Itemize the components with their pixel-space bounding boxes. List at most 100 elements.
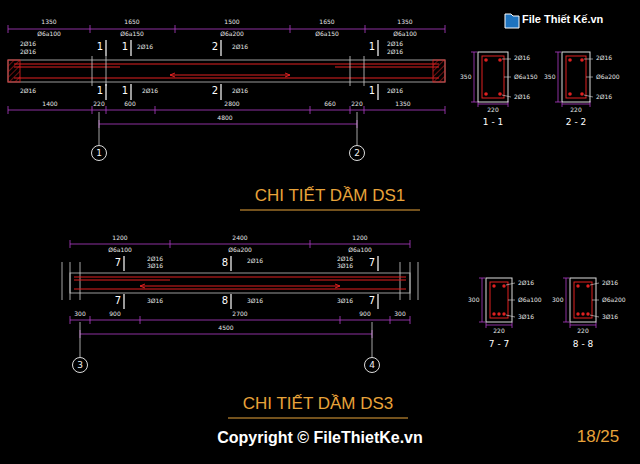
rebar-note: 2Ø16 xyxy=(387,88,403,94)
rebar-note: 2Ø16 xyxy=(596,94,612,100)
rebar-note: Ø6a200 xyxy=(596,74,620,80)
section-mark: 7 xyxy=(115,296,121,306)
rebar-note: Ø6a200 xyxy=(220,31,244,37)
rebar-note: Ø6a100 xyxy=(37,31,61,37)
dimension: 1350 xyxy=(395,101,410,107)
axis-bubble: 3 xyxy=(72,357,88,373)
rebar-note: 2Ø16 xyxy=(337,256,353,262)
drawing-title: CHI TIẾT DẦM DS1 xyxy=(255,187,406,204)
dimension: 1350 xyxy=(41,19,56,25)
rebar-note: 2Ø16 xyxy=(142,88,158,94)
section-mark: 2 xyxy=(212,42,218,52)
title-underline xyxy=(228,210,420,418)
beam-ds3 xyxy=(62,256,418,357)
rebar-note: 2Ø16 xyxy=(518,280,534,286)
rebar-note: 3Ø16 xyxy=(337,298,353,304)
dimension: 300 xyxy=(552,297,563,303)
axis-number: 2 xyxy=(354,149,360,158)
rebar-note: Ø6a150 xyxy=(514,74,538,80)
dimension: 220 xyxy=(93,101,104,107)
dimension: 600 xyxy=(124,101,135,107)
dimension: 1500 xyxy=(224,19,239,25)
dimension: 350 xyxy=(544,74,555,80)
dimension: 1650 xyxy=(124,19,139,25)
dimension: 1350 xyxy=(397,19,412,25)
rebar-note: 2Ø16 xyxy=(20,88,36,94)
dimension: 1400 xyxy=(42,101,57,107)
section-mark: 8 xyxy=(222,258,228,268)
dimension: 300 xyxy=(468,297,479,303)
dimension: 900 xyxy=(359,311,370,317)
dimension: 220 xyxy=(487,107,498,113)
rebar-note: 2Ø16 xyxy=(232,44,248,50)
dimension: 660 xyxy=(324,101,335,107)
rebar-note: 3Ø16 xyxy=(518,314,534,320)
dimension: 220 xyxy=(351,101,362,107)
rebar-note: 2Ø16 xyxy=(602,280,618,286)
section-mark: 7 xyxy=(115,258,121,268)
dimension: 2700 xyxy=(232,311,247,317)
section-mark: 1 xyxy=(122,42,128,52)
dimension: 300 xyxy=(74,311,85,317)
dimension-lines xyxy=(8,25,596,338)
dimension: 1200 xyxy=(352,235,367,241)
dimension: 220 xyxy=(493,328,504,334)
rebar-note: Ø6a200 xyxy=(602,297,626,303)
rebar-note: 2Ø16 xyxy=(20,41,36,47)
logo-icon xyxy=(505,14,519,28)
section-mark: 7 xyxy=(369,258,375,268)
section-mark: 1 xyxy=(122,86,128,96)
dimension: 1650 xyxy=(319,19,334,25)
rebar-note: 2Ø16 xyxy=(232,88,248,94)
beam-ds1 xyxy=(8,40,445,145)
section-mark: 1 xyxy=(97,86,103,96)
rebar-note: 2Ø16 xyxy=(247,258,263,264)
section-title: 8 - 8 xyxy=(573,340,593,349)
dimension: 2800 xyxy=(224,101,239,107)
axis-bubble: 1 xyxy=(91,145,107,161)
section-title: 1 - 1 xyxy=(483,118,503,127)
section-mark: 1 xyxy=(369,42,375,52)
section-title: 7 - 7 xyxy=(489,340,509,349)
section-mark: 8 xyxy=(222,296,228,306)
rebar-note: 2Ø16 xyxy=(514,55,530,61)
dimension: 900 xyxy=(109,311,120,317)
rebar-note: 2Ø16 xyxy=(20,49,36,55)
section-ds3 xyxy=(486,278,599,322)
sheet-number: 18/25 xyxy=(577,428,620,445)
section-ds1 xyxy=(478,52,593,102)
axis-number: 4 xyxy=(369,361,375,370)
section-mark: 1 xyxy=(369,86,375,96)
rebar-note: Ø6a100 xyxy=(108,247,132,253)
rebar-note: Ø6a100 xyxy=(518,297,542,303)
axis-number: 3 xyxy=(77,361,83,370)
dimension: 300 xyxy=(394,311,405,317)
dimension: 4800 xyxy=(217,115,232,121)
rebar-note: 2Ø16 xyxy=(596,55,612,61)
rebar-note: 3Ø16 xyxy=(147,298,163,304)
rebar-note: 2Ø16 xyxy=(514,94,530,100)
rebar-note: Ø6a100 xyxy=(393,31,417,37)
rebar-note: 2Ø16 xyxy=(387,41,403,47)
dimension: 2400 xyxy=(232,235,247,241)
rebar-note: Ø6a150 xyxy=(315,31,339,37)
rebar-note: Ø6a150 xyxy=(120,31,144,37)
dimension: 220 xyxy=(570,107,581,113)
rebar-note: 2Ø16 xyxy=(387,49,403,55)
rebar-note: Ø6a100 xyxy=(348,247,372,253)
rebar-note: 3Ø16 xyxy=(147,263,163,269)
dimension: 350 xyxy=(460,74,471,80)
watermark-logo: File Thiết Kế.vn xyxy=(522,14,603,25)
rebar-note: 3Ø16 xyxy=(247,298,263,304)
dimension: 4500 xyxy=(218,325,233,331)
drawing-title: CHI TIẾT DẦM DS3 xyxy=(243,395,394,412)
axis-number: 1 xyxy=(96,149,102,158)
dimension: 220 xyxy=(577,328,588,334)
rebar-note: 3Ø16 xyxy=(602,314,618,320)
dimension: 1200 xyxy=(112,235,127,241)
rebar-note: Ø6a200 xyxy=(228,247,252,253)
axis-bubble: 4 xyxy=(364,357,380,373)
rebar-note: 2Ø16 xyxy=(147,256,163,262)
copyright: Copyright © FileThietKe.vn xyxy=(217,430,423,446)
section-mark: 2 xyxy=(212,86,218,96)
